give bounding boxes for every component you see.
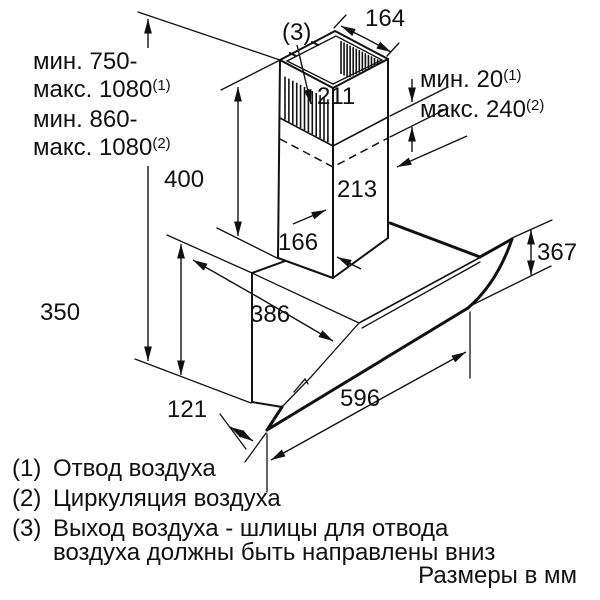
height-range-1-line1: мин. 750-	[33, 48, 138, 75]
telescope-overlap-line	[279, 137, 389, 168]
lower-duct-leader	[396, 135, 468, 168]
dim-350: 350	[40, 299, 81, 326]
clearance-min-20: мин. 20(1)	[420, 66, 522, 93]
footnote-2-text: Циркуляция воздуха	[53, 485, 281, 512]
callout-3: (3)	[282, 19, 312, 46]
callout-3-leader	[296, 44, 312, 105]
dimension-lines	[144, 19, 535, 461]
height-range-2-line1: мин. 860-	[33, 106, 138, 133]
dim-213: 213	[337, 176, 378, 203]
dim-211: 211	[317, 83, 356, 110]
height-range-2-line2: макс. 1080(2)	[33, 134, 171, 161]
dim-400: 400	[164, 166, 205, 193]
vent-slits-outer	[284, 76, 329, 143]
footnote-3-text-line1: Выход воздуха - шлицы для отвода	[53, 515, 449, 542]
footnote-3-text-line2: воздуха должны быть направлены вниз	[53, 539, 496, 566]
dim-596: 596	[340, 385, 381, 412]
dim-166: 166	[278, 229, 319, 256]
footnote-3-marker: (3)	[12, 515, 42, 542]
dim-386: 386	[250, 301, 291, 328]
clearance-max-240: макс. 240(2)	[420, 96, 545, 123]
extension-lines	[134, 11, 553, 493]
chimney-duct	[277, 30, 389, 279]
dim-121: 121	[167, 396, 208, 423]
dim-164: 164	[365, 5, 406, 32]
height-range-1-line2: макс. 1080(1)	[33, 76, 171, 103]
dim-367: 367	[537, 239, 578, 266]
footnote-1-marker: (1)	[12, 455, 42, 482]
units-note: Размеры в мм	[418, 562, 577, 589]
footnote-1-text: Отвод воздуха	[53, 455, 216, 482]
vent-slits-inner	[340, 41, 379, 78]
glass-panel	[265, 221, 514, 432]
footnote-2-marker: (2)	[12, 485, 42, 512]
